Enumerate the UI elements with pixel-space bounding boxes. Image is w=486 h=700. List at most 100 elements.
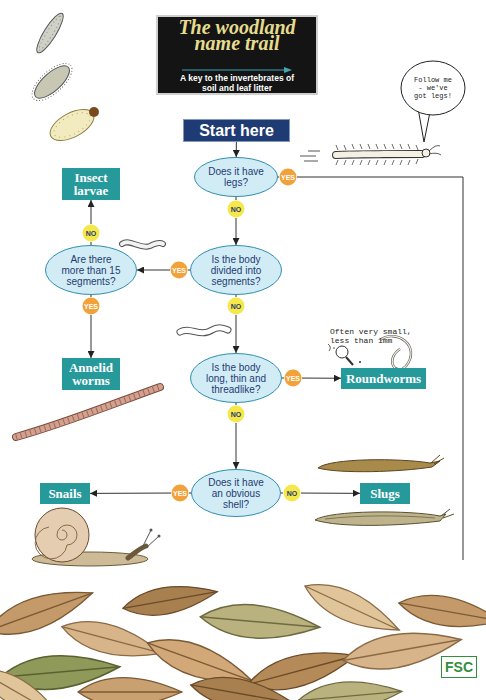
result-box-text: Slugs bbox=[361, 487, 409, 500]
leaf bbox=[78, 678, 182, 700]
grub-body bbox=[45, 103, 99, 147]
speech-bubble: Follow me - we've got legs! bbox=[400, 60, 466, 116]
slug-body bbox=[315, 512, 446, 525]
observer-sketch bbox=[328, 344, 335, 351]
snail-tentacles bbox=[142, 530, 159, 548]
leaf-litter bbox=[0, 573, 486, 700]
leaf bbox=[396, 589, 486, 635]
decision-ellipse-shape bbox=[192, 470, 281, 517]
yes-circle-text: YES bbox=[171, 490, 189, 497]
leaf-rib bbox=[305, 586, 399, 630]
yes-circle-shape bbox=[280, 169, 297, 186]
connector-arrow bbox=[236, 315, 237, 353]
connector-arrow bbox=[301, 493, 360, 494]
no-circle: NO bbox=[227, 297, 245, 315]
decision-ellipse-text: Is the body divided into segments? bbox=[204, 254, 268, 287]
grub-head bbox=[89, 107, 99, 117]
earthworm-rings bbox=[16, 387, 160, 437]
yes-circle-text: YES bbox=[170, 267, 188, 274]
connector-arrow bbox=[91, 242, 92, 245]
tiny-roundworm bbox=[359, 361, 361, 363]
yes-circle-shape bbox=[83, 298, 100, 315]
leaf-blade bbox=[297, 677, 403, 700]
leaf bbox=[0, 659, 68, 700]
leaf bbox=[299, 573, 405, 643]
snail-eye bbox=[158, 535, 161, 538]
connector-arrow bbox=[302, 378, 341, 379]
connector-arrow bbox=[137, 270, 170, 271]
yes-circle: YES bbox=[279, 168, 297, 186]
connector-arrow bbox=[91, 295, 92, 297]
connector-arrow bbox=[236, 197, 237, 200]
connector-arrow bbox=[236, 295, 237, 297]
no-circle-text: NO bbox=[227, 411, 245, 418]
leaf-blade bbox=[396, 589, 486, 635]
no-circle-shape bbox=[228, 201, 245, 218]
result-box: Snails bbox=[40, 483, 90, 504]
speech-bubble-text: Follow me - we've got legs! bbox=[414, 76, 452, 100]
title-panel: The woodland name trailA key to the inve… bbox=[156, 15, 318, 95]
decision-ellipse-text: Does it have an obvious shell? bbox=[204, 477, 268, 510]
connector-arrow bbox=[188, 270, 190, 271]
snail-shell bbox=[35, 508, 89, 562]
continue-line bbox=[297, 177, 463, 560]
yes-circle-text: YES bbox=[279, 174, 297, 181]
leaf-blade bbox=[0, 659, 68, 700]
slug-stripe bbox=[325, 516, 435, 519]
slug-tentacles bbox=[441, 509, 454, 518]
connector-arrow bbox=[236, 403, 237, 405]
connector-arrow bbox=[282, 378, 284, 379]
no-circle-shape bbox=[284, 485, 301, 502]
worm-body bbox=[122, 242, 163, 247]
leaf-blade bbox=[299, 573, 405, 643]
leaf-rib bbox=[0, 670, 62, 700]
decision-ellipse-shape bbox=[46, 246, 137, 295]
leaf-rib bbox=[298, 691, 402, 700]
decision-ellipse-shape bbox=[191, 246, 282, 295]
no-circle-shape bbox=[228, 406, 245, 423]
no-circle-shape bbox=[228, 298, 245, 315]
no-circle: NO bbox=[227, 200, 245, 218]
decision-ellipse-shape bbox=[191, 354, 282, 403]
worm-body bbox=[180, 328, 228, 333]
decision-ellipse: Does it have an obvious shell? bbox=[191, 469, 281, 517]
larva-illustration bbox=[26, 10, 99, 147]
yes-circle: YES bbox=[82, 297, 100, 315]
slug-illustration bbox=[315, 455, 454, 525]
yes-circle: YES bbox=[171, 484, 189, 502]
leaf bbox=[188, 671, 295, 700]
leaf-rib bbox=[248, 656, 356, 685]
centipede-body bbox=[336, 154, 422, 155]
connector-arrow bbox=[236, 218, 237, 245]
leaf-blade bbox=[199, 600, 321, 643]
yes-circle-shape bbox=[172, 485, 189, 502]
leaf-rib bbox=[62, 627, 162, 654]
decision-ellipse: Is the body long, thin and threadlike? bbox=[190, 353, 282, 403]
connector-arrow bbox=[278, 177, 279, 178]
earthworm-outline bbox=[16, 387, 160, 437]
connector-arrow bbox=[189, 493, 191, 494]
bubble-outline bbox=[401, 61, 465, 115]
leaf-blade bbox=[188, 671, 295, 700]
title-text: The woodland name trail bbox=[177, 19, 297, 51]
leaf-rib bbox=[191, 685, 293, 700]
magnifier-lens bbox=[336, 346, 348, 358]
leaf-blade bbox=[78, 678, 182, 700]
leaf-rib bbox=[147, 643, 252, 681]
connector-arrow bbox=[236, 142, 237, 157]
start-box-text: Start here bbox=[187, 122, 287, 139]
yes-circle-shape bbox=[285, 370, 302, 387]
centipede-outline bbox=[336, 154, 422, 155]
earthworm-body bbox=[16, 387, 160, 437]
start-box: Start here bbox=[183, 119, 290, 142]
yes-circle: YES bbox=[284, 369, 302, 387]
title-arrow-head bbox=[284, 67, 292, 73]
connector-arrow bbox=[91, 200, 92, 224]
no-circle-text: NO bbox=[227, 303, 245, 310]
centipede-illustration bbox=[300, 144, 441, 165]
title-arrow bbox=[158, 66, 316, 74]
no-circle: NO bbox=[283, 484, 301, 502]
leaf-rib bbox=[78, 691, 182, 692]
grub-segments bbox=[50, 108, 94, 143]
